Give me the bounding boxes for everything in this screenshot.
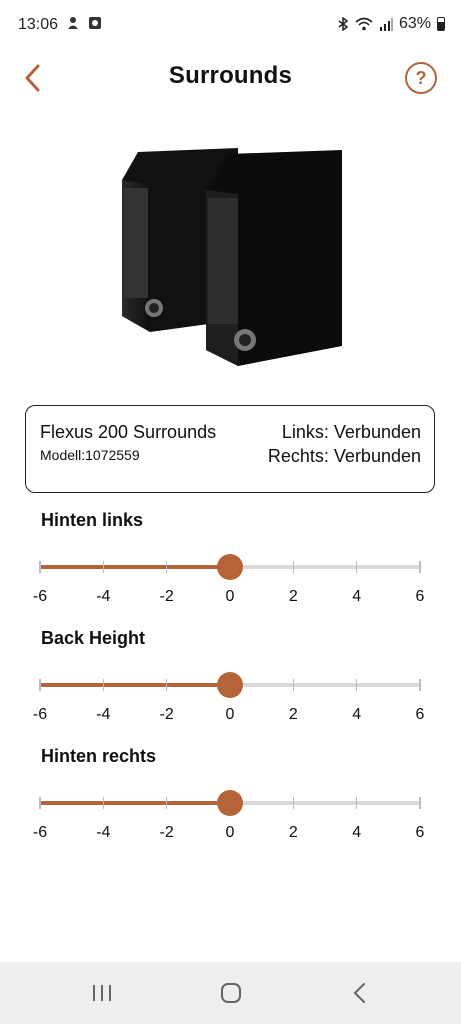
slider-thumb[interactable] (217, 554, 243, 580)
slider-tick (102, 797, 105, 809)
slider-scale: -6 -4 -2 0 2 4 6 (0, 588, 461, 608)
slider-tick (419, 679, 421, 691)
slider-tick-label: 2 (288, 824, 298, 841)
slider-tick (102, 561, 105, 573)
chevron-left-icon[interactable] (18, 62, 50, 94)
slider-tick-label: -4 (96, 706, 111, 723)
back-icon[interactable] (340, 976, 380, 1010)
slider-tick (165, 679, 168, 691)
slider-tick-label: -2 (159, 824, 174, 841)
slider-tick-label: 2 (288, 706, 298, 723)
bluetooth-icon (338, 17, 349, 31)
slider-track[interactable] (39, 790, 421, 816)
slider-title: Hinten links (41, 510, 144, 530)
slider-tick-label: -6 (32, 706, 48, 723)
device-model: Modell:1072559 (40, 447, 140, 463)
slider-tick-label: -4 (96, 588, 111, 605)
slider-tick-label: 2 (288, 588, 298, 605)
slider-tick (355, 561, 358, 573)
slider-tick (292, 679, 295, 691)
slider-tick (39, 679, 41, 691)
signal-icon (379, 18, 393, 31)
status-time: 13:06 (18, 16, 59, 33)
slider-tick-label: 4 (352, 824, 362, 841)
slider-thumb[interactable] (217, 672, 243, 698)
slider-hinten-rechts: Hinten rechts -6 -4 -2 0 2 4 6 (0, 746, 461, 864)
right-connection-status: Rechts: Verbunden (267, 446, 421, 466)
slider-tick (102, 679, 105, 691)
slider-fill (40, 565, 230, 569)
slider-tick (292, 797, 295, 809)
slider-tick-label: 0 (225, 824, 235, 841)
notification-icon (68, 17, 78, 29)
slider-thumb[interactable] (217, 790, 243, 816)
slider-tick-label: -2 (159, 588, 174, 605)
slider-hinten-links: Hinten links -6 -4 -2 0 2 4 6 (0, 510, 461, 628)
slider-tick-label: 4 (352, 706, 362, 723)
left-connection-status: Links: Verbunden (281, 422, 421, 442)
slider-tick-label: 4 (352, 588, 362, 605)
battery-percent: 63% (398, 15, 431, 32)
media-icon (89, 17, 101, 29)
speaker-image (122, 148, 342, 366)
status-bar: 13:06 63% (0, 0, 461, 52)
wifi-icon (355, 17, 373, 31)
home-icon[interactable] (211, 976, 251, 1010)
page-title: Surrounds (168, 62, 293, 89)
slider-tick (39, 561, 41, 573)
slider-tick-label: -6 (32, 588, 48, 605)
battery-icon (437, 17, 445, 31)
slider-scale: -6 -4 -2 0 2 4 6 (0, 706, 461, 726)
slider-tick (39, 797, 41, 809)
slider-tick-label: 6 (415, 824, 425, 841)
slider-track[interactable] (39, 672, 421, 698)
slider-tick (165, 797, 168, 809)
slider-scale: -6 -4 -2 0 2 4 6 (0, 824, 461, 844)
slider-tick-label: 0 (225, 706, 235, 723)
slider-tick-label: -4 (96, 824, 111, 841)
slider-tick-label: 6 (415, 706, 425, 723)
device-info-card: Flexus 200 Surrounds Modell:1072559 Link… (25, 405, 435, 493)
slider-title: Back Height (41, 628, 146, 648)
slider-fill (40, 683, 230, 687)
slider-tick-label: 0 (225, 588, 235, 605)
help-button[interactable]: ? (405, 62, 437, 94)
slider-title: Hinten rechts (41, 746, 157, 766)
slider-tick (419, 797, 421, 809)
slider-tick (292, 561, 295, 573)
device-name: Flexus 200 Surrounds (40, 422, 217, 442)
slider-tick-label: 6 (415, 588, 425, 605)
slider-tick-label: -2 (159, 706, 174, 723)
slider-tick (355, 797, 358, 809)
slider-tick (165, 561, 168, 573)
slider-back-height: Back Height -6 -4 -2 0 2 4 6 (0, 628, 461, 746)
recent-apps-icon[interactable] (82, 976, 122, 1010)
navigation-bar (0, 962, 461, 1024)
slider-tick-label: -6 (32, 824, 48, 841)
header: Surrounds ? (0, 52, 461, 108)
slider-fill (40, 801, 230, 805)
slider-tick (419, 561, 421, 573)
slider-tick (355, 679, 358, 691)
slider-track[interactable] (39, 554, 421, 580)
